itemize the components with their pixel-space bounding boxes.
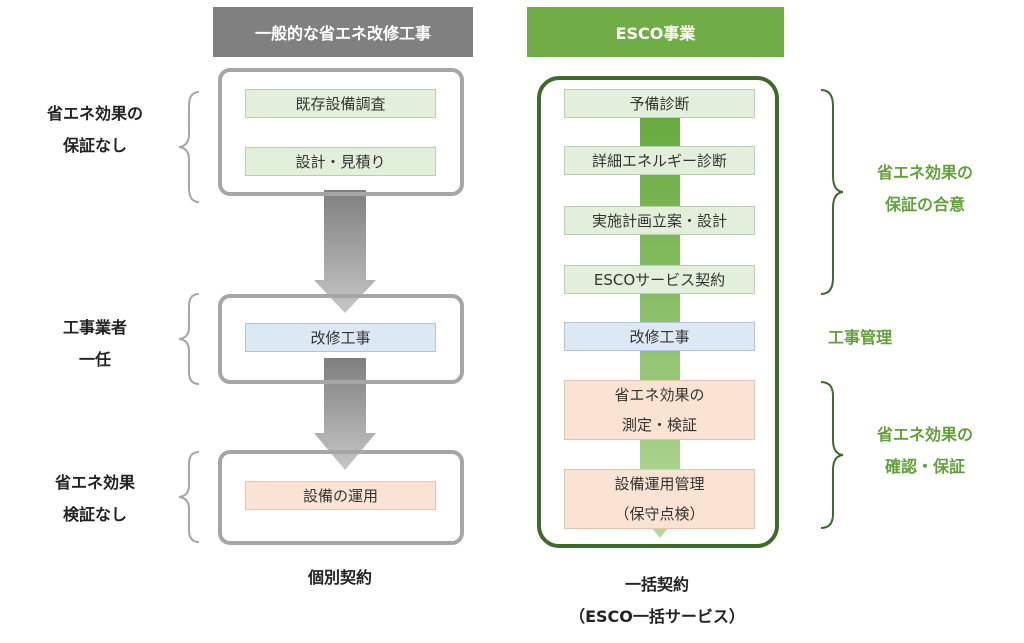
right-step-detailed-diagnosis-label: 詳細エネルギー診断 xyxy=(591,151,727,170)
right-step-contract: ESCOサービス契約 xyxy=(564,265,755,294)
left-step-construction: 改修工事 xyxy=(245,323,436,352)
right-step-pre-diagnosis-label: 予備診断 xyxy=(629,94,690,113)
label-no-verify: 省エネ効果 検証なし xyxy=(25,467,165,531)
right-step-planning-label: 実施計画立案・設計 xyxy=(591,211,727,230)
left-brace-1 xyxy=(178,91,200,203)
right-step-management: 設備運用管理 （保守点検） xyxy=(564,469,755,529)
label-contractor: 工事業者 一任 xyxy=(25,312,165,376)
right-step-measure-line1: 省エネ効果の xyxy=(614,386,705,404)
right-step-planning: 実施計画立案・設計 xyxy=(564,206,755,235)
right-caption: 一括契約 （ESCO一括サービス） xyxy=(557,569,757,633)
label-construction-mgmt-text: 工事管理 xyxy=(827,328,892,347)
right-header-label: ESCO事業 xyxy=(615,24,696,43)
label-guarantee-agreement-line2: 保証の合意 xyxy=(884,195,965,214)
right-brace-2 xyxy=(820,381,844,529)
right-step-management-line1: 設備運用管理 xyxy=(614,475,705,493)
right-step-management-line2: （保守点検） xyxy=(614,505,705,523)
label-no-guarantee-line1: 省エネ効果の xyxy=(46,104,143,123)
left-step-design: 設計・見積り xyxy=(245,147,436,176)
left-step-design-label: 設計・見積り xyxy=(295,152,386,171)
left-caption: 個別契約 xyxy=(240,564,440,588)
right-step-measure: 省エネ効果の 測定・検証 xyxy=(564,380,755,440)
right-frame xyxy=(537,76,779,548)
label-guarantee-agreement-line1: 省エネ効果の xyxy=(876,163,973,182)
right-step-contract-label: ESCOサービス契約 xyxy=(593,270,726,289)
right-step-measure-line2: 測定・検証 xyxy=(621,416,697,434)
label-contractor-line1: 工事業者 xyxy=(62,318,127,337)
left-frame-operation xyxy=(218,450,464,545)
right-step-pre-diagnosis: 予備診断 xyxy=(564,89,755,118)
right-step-construction-label: 改修工事 xyxy=(629,327,690,346)
right-step-detailed-diagnosis: 詳細エネルギー診断 xyxy=(564,146,755,175)
right-header: ESCO事業 xyxy=(527,7,784,57)
left-caption-label: 個別契約 xyxy=(307,568,372,587)
left-brace-3 xyxy=(178,451,200,543)
left-step-operation: 設備の運用 xyxy=(245,481,436,510)
label-confirm-guarantee-line2: 確認・保証 xyxy=(884,457,965,476)
left-step-survey-label: 既存設備調査 xyxy=(295,94,386,113)
left-header: 一般的な省エネ改修工事 xyxy=(213,7,473,57)
label-no-guarantee-line2: 保証なし xyxy=(62,136,127,155)
label-no-verify-line1: 省エネ効果 xyxy=(54,473,135,492)
label-no-verify-line2: 検証なし xyxy=(62,505,127,524)
left-frame-planning xyxy=(218,68,464,196)
label-construction-mgmt: 工事管理 xyxy=(790,322,930,354)
left-step-construction-label: 改修工事 xyxy=(310,328,371,347)
left-frame-construction xyxy=(218,294,464,384)
label-confirm-guarantee-line1: 省エネ効果の xyxy=(876,425,973,444)
right-step-construction: 改修工事 xyxy=(564,322,755,351)
left-brace-2 xyxy=(178,293,200,385)
label-no-guarantee: 省エネ効果の 保証なし xyxy=(25,98,165,162)
left-step-survey: 既存設備調査 xyxy=(245,89,436,118)
right-caption-line1: 一括契約 xyxy=(624,575,689,594)
left-header-label: 一般的な省エネ改修工事 xyxy=(254,24,431,43)
label-contractor-line2: 一任 xyxy=(78,350,111,369)
right-caption-line2: （ESCO一括サービス） xyxy=(569,607,745,626)
left-step-operation-label: 設備の運用 xyxy=(302,486,378,505)
label-confirm-guarantee: 省エネ効果の 確認・保証 xyxy=(855,419,995,483)
left-flow-arrow xyxy=(314,190,376,470)
label-guarantee-agreement: 省エネ効果の 保証の合意 xyxy=(855,157,995,221)
right-brace-1 xyxy=(820,89,844,295)
